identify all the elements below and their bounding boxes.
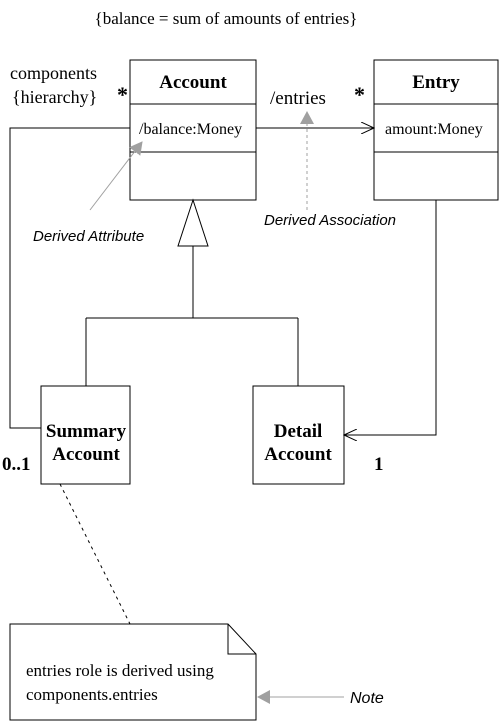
derived-attribute-pointer <box>89 141 143 211</box>
summary-account-name-line2: Account <box>52 444 120 465</box>
note-text-line1: entries role is derived using <box>26 661 214 680</box>
detail-end-multiplicity: 1 <box>374 454 384 475</box>
detail-account-name-line1: Detail <box>274 421 323 442</box>
summary-account-name-line1: Summary <box>46 421 127 442</box>
balance-constraint: {balance = sum of amounts of entries} <box>95 9 358 28</box>
summary-end-multiplicity: 0..1 <box>2 454 31 475</box>
entry-class-name: Entry <box>412 72 460 93</box>
account-balance-attribute: /balance:Money <box>139 121 242 138</box>
account-class: Account /balance:Money <box>129 59 257 201</box>
note-anchor-line <box>59 483 131 625</box>
detail-account-class: Detail Account <box>252 385 345 485</box>
components-label: components <box>10 63 97 83</box>
summary-account-class: Summary Account <box>40 385 131 485</box>
detail-entry-association-line <box>344 200 437 435</box>
note-pointer-label: Note <box>350 690 384 707</box>
entry-class: Entry amount:Money <box>373 59 499 201</box>
generalization-arrow <box>85 198 299 386</box>
detail-account-name-line2: Account <box>264 444 332 465</box>
account-class-name: Account <box>159 72 227 93</box>
entries-role-label: /entries <box>270 88 326 109</box>
note-text-line2: components.entries <box>26 685 158 704</box>
entry-amount-attribute: amount:Money <box>385 121 483 138</box>
note-box: entries role is derived using components… <box>9 623 257 721</box>
components-association-line <box>9 127 130 429</box>
entry-end-multiplicity: * <box>354 82 365 107</box>
derived-association-label: Derived Association <box>264 212 396 229</box>
derived-attribute-label: Derived Attribute <box>33 228 144 245</box>
account-end-multiplicity: * <box>117 82 128 107</box>
hierarchy-constraint-label: {hierarchy} <box>12 87 97 107</box>
